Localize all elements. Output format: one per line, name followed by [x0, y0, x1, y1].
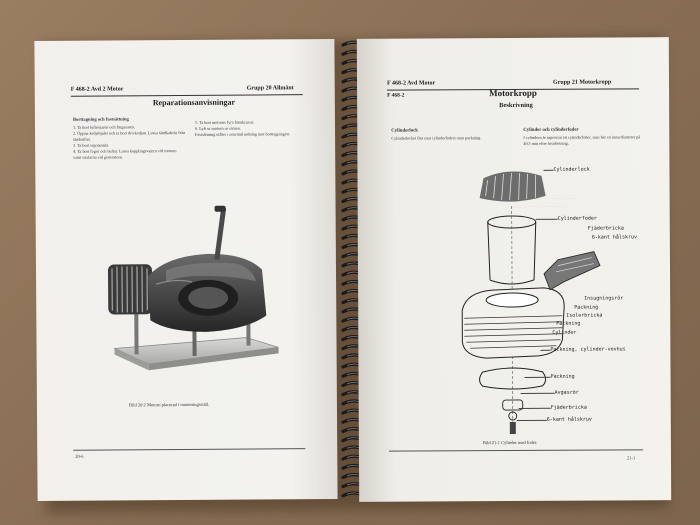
- left-header-right: Grupp 20 Allmänt: [246, 85, 294, 92]
- leader-line: [520, 392, 555, 394]
- intake-pipe-drawing: [543, 251, 601, 291]
- leader-line: [518, 407, 551, 409]
- exploded-diagram: [461, 171, 565, 435]
- part-label-isolerbricka: Isolerbricka: [566, 312, 603, 319]
- part-label-cylinderfoder: Cylinderfoder: [557, 215, 597, 222]
- part-label-avgasror: Avgasrör: [554, 389, 579, 396]
- part-label-hexbolt-1: 6-kant hålskruv: [591, 234, 638, 241]
- left-section-heading: Borttagning och fastsättning: [72, 116, 129, 122]
- cylinder-heading: Cylinder och cylinderfoder: [523, 127, 579, 133]
- cylinderlock-text: Cylinderlocket fäst mot cylinderfodret u…: [391, 135, 482, 141]
- left-steps-col1: 1. Ta bort luftrenaren och förgasaren. 2…: [73, 124, 185, 161]
- part-label-cylinderlock: Cylinderlock: [553, 166, 590, 173]
- left-page: F 468-2 Avd 2 Motor Grupp 20 Allmänt Rep…: [34, 38, 338, 502]
- left-header-left: F 468-2 Avd 2 Motor: [70, 86, 124, 93]
- right-page-title: Motorkropp: [489, 87, 537, 99]
- cylinder-text: I cylindern är inpressat ett cylinderfod…: [523, 134, 641, 146]
- right-subheader: F 468-2: [387, 92, 405, 99]
- cylinder-liner-drawing: [487, 215, 537, 285]
- part-label-insugningsror: Insugningsrör: [584, 295, 624, 302]
- leader-line: [535, 218, 558, 220]
- leader-line: [543, 169, 554, 171]
- left-step-4: 4. Ta bort fogor och bultar. Lossa koppl…: [73, 148, 177, 160]
- left-step-2: 2. Öppna kedjehjulet och ta bort drivked…: [73, 130, 186, 142]
- part-label-packning-2: Packning: [556, 320, 581, 327]
- part-label-hexbolt-2: 6-kant hålskruv: [546, 416, 592, 423]
- right-page-number: 21-1: [626, 455, 636, 461]
- left-figure-caption: Bild 20:2 Motorn placerad i monteringsst…: [128, 401, 210, 408]
- cylinder-fins: [108, 264, 153, 315]
- right-header-left: F 468-2 Avd Motor: [387, 80, 436, 87]
- spiral-coil-highlight: [346, 483, 360, 486]
- part-label-packning-1: Packning: [574, 304, 599, 311]
- right-page-subtitle: Beskrivning: [499, 101, 533, 110]
- left-header-rule: [70, 94, 303, 97]
- cylinderlock-heading: Cylinderlock: [391, 128, 418, 134]
- right-footer-rule: [388, 449, 643, 452]
- leader-line: [540, 349, 551, 351]
- left-page-number: 20-6: [75, 453, 84, 459]
- right-header-right: Grupp 21 Motorkropp: [553, 79, 612, 86]
- part-label-cylinder: Cylinder: [552, 329, 577, 336]
- left-page-title: Reparationsanvisningar: [152, 97, 236, 108]
- part-label-fjaderbricka-1: Fjäderbricka: [587, 225, 624, 232]
- right-figure-caption: Bild 21-1 Cylinder med foder.: [482, 439, 538, 446]
- engine-photo: [108, 205, 279, 371]
- left-footer-rule: [73, 448, 306, 451]
- spiral-coil-highlight: [346, 492, 360, 495]
- part-label-packning-3: Packning: [550, 373, 575, 380]
- cylinder-head-drawing: [479, 171, 546, 202]
- cylinder-block-drawing: [461, 287, 565, 359]
- part-label-vevhus-packning: Packning, cylinder-vevhus: [550, 346, 626, 353]
- leader-line: [516, 419, 547, 421]
- spiral-coil-highlight: [346, 474, 360, 477]
- leader-line: [524, 376, 551, 378]
- right-page: F 468-2 Avd Motor Grupp 21 Motorkropp F …: [356, 37, 672, 502]
- part-label-fjaderbricka-2: Fjäderbricka: [550, 404, 587, 411]
- left-steps-col2: 5. Ta bort motorns fyra fästskruvar. 6. …: [195, 119, 303, 138]
- spiral-coil-highlight: [346, 464, 360, 468]
- left-step-note: Fastsättning utförs i omvänd ordning mot…: [195, 131, 290, 137]
